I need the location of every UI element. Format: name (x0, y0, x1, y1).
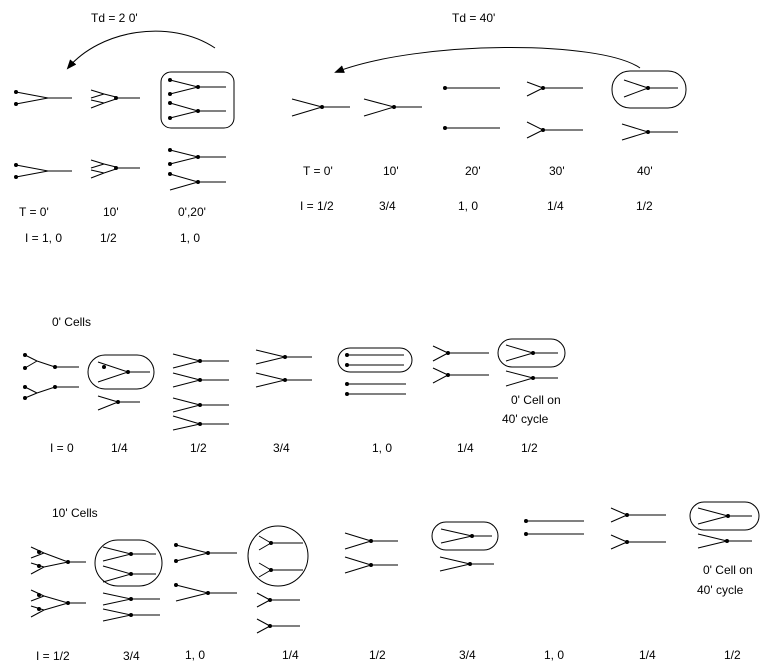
c10-note-line2: 40' cycle (697, 583, 744, 597)
panel-td-20: Td = 2 0' (14, 11, 235, 245)
c10-value-8: 1/2 (724, 648, 741, 662)
arrow-td-20 (66, 30, 216, 70)
tr-value-1: 3/4 (379, 199, 396, 213)
c10-c5 (344, 532, 398, 574)
c10-value-5: 3/4 (459, 648, 476, 662)
cells-0-title: 0' Cells (52, 315, 91, 329)
tr-time-1: 10' (383, 164, 399, 178)
c10-note-line1: 0' Cell on (703, 563, 753, 577)
c10-c3 (174, 543, 237, 602)
c10-c4-boxed (247, 525, 309, 634)
c0-value-3: 3/4 (273, 441, 290, 455)
c10-value-2: 1, 0 (185, 648, 205, 662)
c10-c2-boxed (94, 539, 163, 622)
c0-value-6: 1/2 (521, 441, 538, 455)
tl-value-2: 1, 0 (180, 231, 200, 245)
c10-c7 (524, 519, 584, 536)
c10-value-3: 1/4 (282, 648, 299, 662)
tr-c2 (363, 98, 422, 117)
c0-c1 (23, 353, 79, 400)
c0-i-label: I = 0 (50, 441, 74, 455)
td-20-label: Td = 2 0' (91, 11, 138, 25)
tr-i-label: I = 1/2 (300, 199, 334, 213)
c0-c5-boxed (337, 347, 413, 396)
c10-c8 (610, 507, 666, 550)
c0-c6 (432, 345, 489, 384)
tl-r2-c2 (90, 159, 140, 179)
c0-value-5: 1/4 (457, 441, 474, 455)
c0-note-line1: 0' Cell on (511, 393, 561, 407)
c10-c9-boxed (689, 501, 760, 549)
panel-0-cells: 0' Cells (23, 315, 566, 455)
tr-time-4: 40' (637, 164, 653, 178)
c10-value-6: 1, 0 (544, 648, 564, 662)
tl-time-1: 10' (103, 205, 119, 219)
tr-c3 (443, 86, 500, 130)
tr-value-3: 1/4 (547, 199, 564, 213)
c10-c1 (30, 546, 86, 618)
td-40-label: Td = 40' (452, 11, 495, 25)
arrow-td-40 (334, 47, 641, 73)
tr-time-2: 20' (465, 164, 481, 178)
panel-10-cells: 10' Cells (30, 501, 760, 663)
tl-r1-c2 (90, 89, 140, 109)
c0-value-4: 1, 0 (372, 441, 392, 455)
tl-time-2: 0',20' (178, 205, 206, 219)
c0-note-line2: 40' cycle (502, 412, 549, 426)
c0-c3 (172, 353, 229, 431)
tl-value-1: 1/2 (100, 231, 117, 245)
c0-c4 (255, 349, 312, 388)
panel-td-40: Td = 40' T = 0' 10' 20' (291, 11, 687, 213)
tr-c5-boxed (611, 70, 687, 141)
c10-value-4: 1/2 (369, 648, 386, 662)
c0-c2-boxed (87, 354, 155, 411)
tr-c4 (526, 81, 583, 139)
c0-value-1: 1/4 (111, 441, 128, 455)
tl-r1-c3-boxed (160, 71, 235, 129)
c10-value-1: 3/4 (123, 649, 140, 663)
tl-i-label: I = 1, 0 (25, 231, 62, 245)
c0-c7-boxed (497, 338, 566, 387)
tl-r1-c1 (14, 90, 72, 106)
tr-value-4: 1/2 (636, 199, 653, 213)
c10-i-label: I = 1/2 (36, 649, 70, 663)
tr-time-3: 30' (549, 164, 565, 178)
tr-c1 (291, 98, 350, 117)
tr-value-2: 1, 0 (458, 199, 478, 213)
tl-t-label: T = 0' (19, 205, 49, 219)
tr-t-label: T = 0' (303, 164, 333, 178)
c10-value-7: 1/4 (639, 648, 656, 662)
tl-r2-c1 (14, 163, 72, 179)
cells-10-title: 10' Cells (52, 506, 98, 520)
c0-value-2: 1/2 (190, 441, 207, 455)
tl-r2-c3 (168, 148, 226, 191)
c10-c6-boxed (431, 521, 499, 572)
